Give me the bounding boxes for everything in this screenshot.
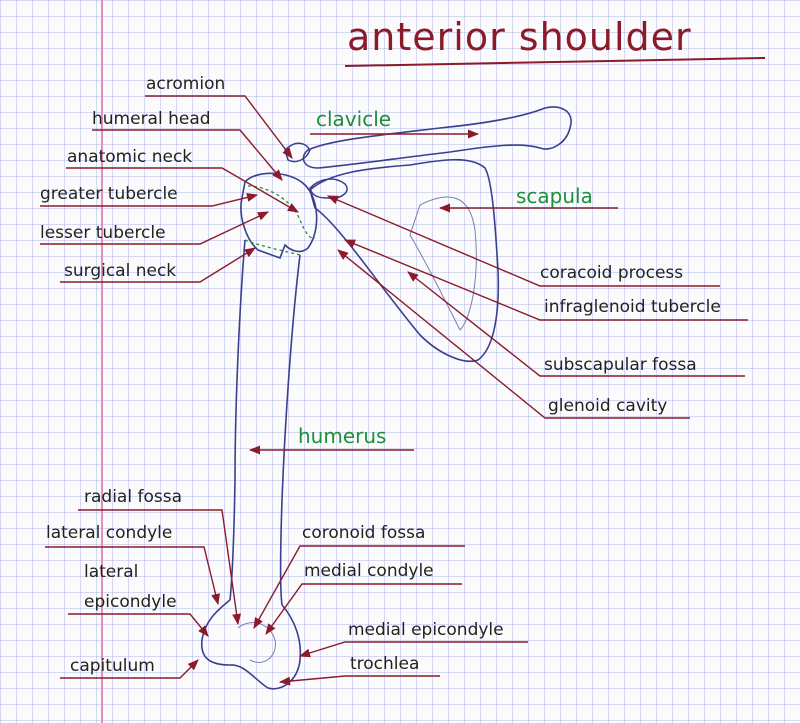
leader-anatomic-neck: [66, 167, 299, 213]
leader-glenoid: [337, 249, 690, 419]
label-greater-tubercle: greater tubercle: [40, 184, 178, 204]
label-lesser-tubercle: lesser tubercle: [40, 223, 166, 243]
label-radial-fossa: radial fossa: [84, 487, 182, 507]
label-clavicle: clavicle: [316, 107, 392, 131]
label-acromion: acromion: [146, 74, 226, 94]
label-medial-epicondyle: medial epicondyle: [348, 620, 504, 640]
label-capitulum: capitulum: [70, 656, 155, 676]
leader-greater-tubercle: [40, 193, 259, 207]
label-coracoid-process: coracoid process: [540, 263, 684, 283]
title-underline: [344, 57, 766, 67]
scapula-bone: [309, 158, 500, 362]
humeral-head-bone: [240, 172, 318, 260]
leader-trochlea: [278, 675, 440, 686]
coracoid-shape: [309, 178, 348, 200]
leader-lateral-epicondyle: [68, 613, 209, 637]
notebook-margin-line: [101, 0, 103, 723]
leader-coracoid: [326, 195, 720, 287]
label-scapula: scapula: [516, 184, 593, 208]
leader-medial-epicondyle: [298, 641, 528, 658]
leader-subscapular: [407, 271, 745, 377]
leader-lesser-tubercle: [40, 211, 270, 245]
surgical-neck-line: [244, 239, 301, 256]
clavicle-bone: [302, 106, 572, 169]
distal-humerus: [201, 599, 302, 690]
label-glenoid-cavity: glenoid cavity: [548, 396, 668, 416]
acromion-shape: [284, 142, 311, 163]
leader-acromion: [145, 95, 293, 159]
label-surgical-neck: surgical neck: [64, 261, 177, 281]
label-coronoid-fossa: coronoid fossa: [302, 523, 426, 543]
label-infraglenoid-tubercle: infraglenoid tubercle: [544, 297, 721, 317]
label-medial-condyle: medial condyle: [304, 561, 434, 581]
leader-surgical-neck: [60, 247, 256, 283]
scapula-inner: [409, 196, 477, 331]
label-lateral: lateral: [84, 562, 139, 582]
leader-humeral-head: [92, 129, 283, 181]
anatomic-neck-line: [247, 185, 316, 239]
label-humerus: humerus: [298, 424, 387, 448]
label-lateral-condyle: lateral condyle: [46, 523, 173, 543]
leader-radial-fossa: [78, 509, 242, 626]
leader-lateral-condyle: [45, 546, 220, 606]
leader-capitulum: [60, 659, 199, 679]
trochlea-detail: [237, 622, 276, 663]
humerus-shaft: [229, 239, 301, 606]
label-anatomic-neck: anatomic neck: [67, 147, 193, 167]
leader-medial-condyle: [265, 583, 462, 635]
label-epicondyle: epicondyle: [84, 592, 177, 612]
label-subscapular-fossa: subscapular fossa: [544, 355, 697, 375]
label-humeral-head: humeral head: [92, 109, 211, 129]
label-trochlea: trochlea: [350, 654, 420, 674]
diagram-title: anterior shoulder: [347, 15, 692, 59]
leader-coronoid-fossa: [253, 545, 465, 629]
leader-infraglenoid: [343, 239, 748, 321]
